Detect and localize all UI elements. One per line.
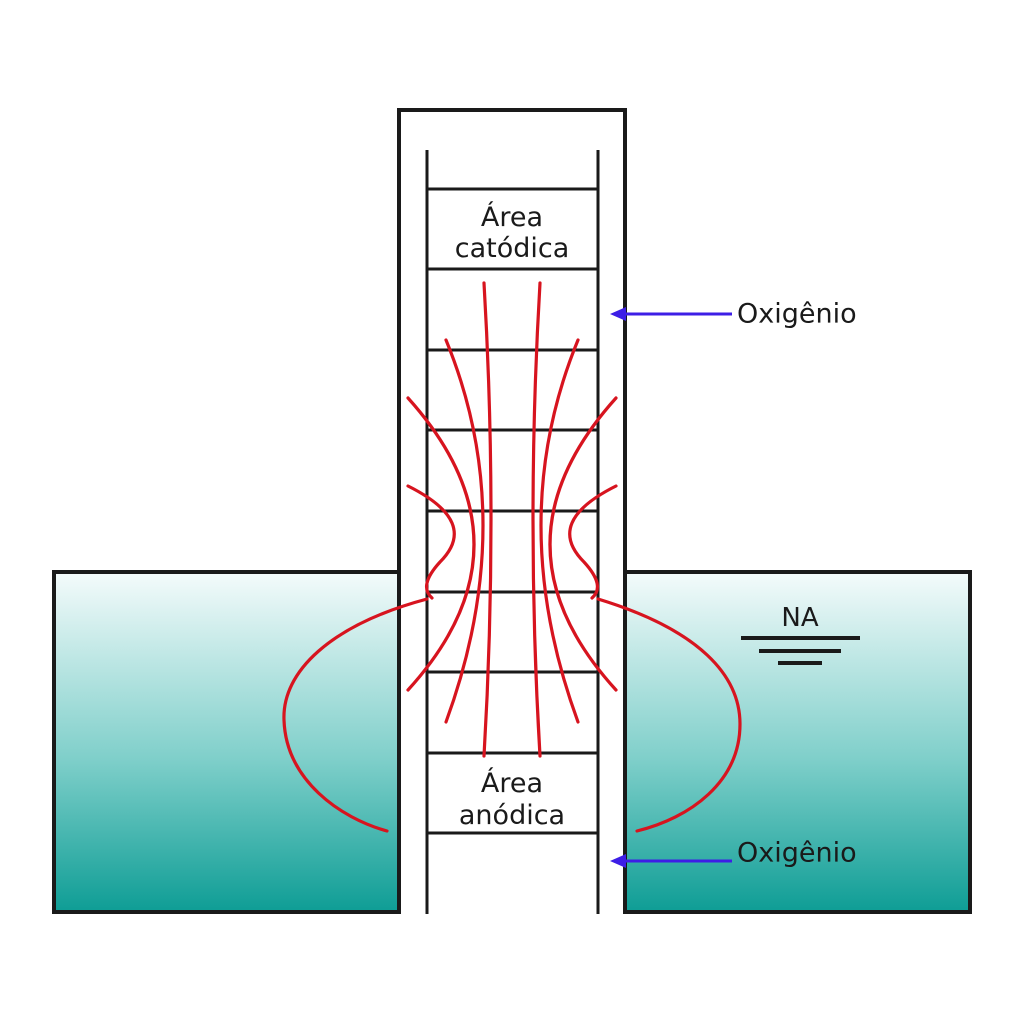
water-body-right (623, 570, 972, 914)
current-line (568, 484, 618, 600)
oxygen-label-top: Oxigênio (737, 299, 857, 330)
current-line (539, 338, 580, 724)
water-body-left (52, 570, 401, 914)
water-level-label: NA (781, 603, 818, 633)
current-line (406, 484, 456, 600)
oxygen-arrow-bottom (610, 854, 732, 868)
oxygen-arrow-top (610, 307, 732, 321)
current-line (548, 396, 618, 692)
current-line (406, 396, 476, 692)
cathodic-area-label-line1: Área (481, 201, 543, 233)
current-line (444, 338, 485, 724)
pile-rungs (427, 187, 598, 835)
current-line (531, 281, 542, 758)
current-line (282, 597, 429, 833)
current-line (482, 281, 493, 758)
cathodic-area-label-line2: catódica (455, 233, 570, 264)
anodic-area-label-line2: anódica (459, 800, 565, 831)
water-level-symbol (741, 636, 860, 665)
anodic-area-label-line1: Área (481, 767, 543, 799)
oxygen-label-bottom: Oxigênio (737, 838, 857, 869)
current-flow-lines (282, 281, 742, 833)
current-line (596, 597, 742, 833)
